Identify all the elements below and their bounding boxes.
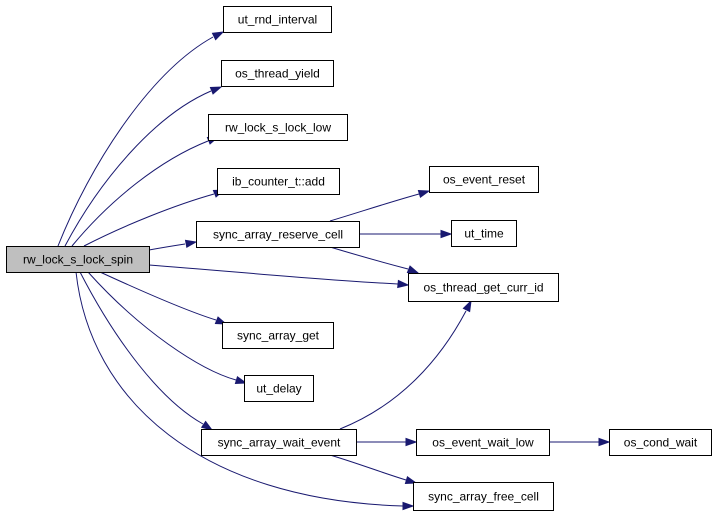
edge-sync_array_wait_event-to-os_thread_get_curr_id bbox=[339, 299, 472, 430]
node-box bbox=[222, 322, 334, 349]
node-box bbox=[413, 482, 554, 511]
node-label: ut_rnd_interval bbox=[238, 13, 317, 27]
node-label: os_cond_wait bbox=[624, 436, 698, 450]
node-box bbox=[6, 246, 150, 273]
node-os-event-wait-low[interactable]: os_event_wait_low bbox=[416, 429, 550, 456]
node-os-thread-get-curr-id[interactable]: os_thread_get_curr_id bbox=[408, 273, 559, 302]
node-sync-array-free-cell[interactable]: sync_array_free_cell bbox=[413, 482, 554, 511]
node-label: os_event_reset bbox=[443, 173, 526, 187]
edge-line bbox=[75, 271, 404, 507]
edge-rw_lock_s_lock_spin-to-os_thread_yield bbox=[64, 86, 223, 247]
edge-line bbox=[57, 36, 214, 247]
edge-rw_lock_s_lock_spin-to-sync_array_reserve_cell bbox=[148, 239, 198, 251]
node-box bbox=[609, 429, 712, 456]
node-label: rw_lock_s_lock_spin bbox=[23, 253, 133, 267]
edge-line bbox=[71, 140, 209, 247]
node-label: ut_delay bbox=[256, 382, 301, 396]
edge-rw_lock_s_lock_spin-to-sync_array_get bbox=[99, 271, 228, 325]
edge-line bbox=[148, 243, 186, 251]
node-box bbox=[201, 429, 357, 456]
edge-sync_array_wait_event-to-os_event_wait_low bbox=[356, 437, 418, 447]
edge-line bbox=[99, 271, 217, 321]
node-sync-array-reserve-cell[interactable]: sync_array_reserve_cell bbox=[196, 221, 360, 248]
node-box bbox=[223, 6, 332, 33]
edge-line bbox=[329, 246, 409, 270]
node-label: os_thread_yield bbox=[235, 67, 320, 81]
edge-line bbox=[148, 264, 399, 285]
node-label: sync_array_get bbox=[237, 329, 320, 343]
edge-sync_array_reserve_cell-to-os_thread_get_curr_id bbox=[329, 246, 420, 274]
arrow-head-icon bbox=[598, 437, 611, 447]
nodes-layer: rw_lock_s_lock_spin ut_rnd_interval os_thr… bbox=[6, 6, 712, 511]
node-box bbox=[217, 168, 340, 195]
node-label: sync_array_wait_event bbox=[218, 436, 341, 450]
edge-line bbox=[87, 271, 237, 381]
node-box bbox=[208, 114, 348, 141]
arrow-head-icon bbox=[397, 279, 410, 289]
arrow-head-icon bbox=[234, 375, 248, 385]
edge-line bbox=[329, 454, 407, 481]
node-ut-rnd-interval[interactable]: ut_rnd_interval bbox=[223, 6, 332, 33]
edge-line bbox=[83, 193, 215, 247]
arrow-head-icon bbox=[404, 475, 418, 485]
node-box bbox=[244, 375, 314, 402]
node-rw-lock-s-lock-spin[interactable]: rw_lock_s_lock_spin bbox=[6, 246, 150, 273]
node-box bbox=[416, 429, 550, 456]
node-label: os_event_wait_low bbox=[432, 436, 534, 450]
node-ib-counter-t-add[interactable]: ib_counter_t::add bbox=[217, 168, 340, 195]
arrow-head-icon bbox=[406, 265, 420, 274]
edge-rw_lock_s_lock_spin-to-ut_delay bbox=[87, 271, 248, 385]
arrow-head-icon bbox=[200, 420, 214, 431]
edge-sync_array_reserve_cell-to-ut_time bbox=[359, 229, 453, 239]
edge-sync_array_wait_event-to-sync_array_free_cell bbox=[329, 454, 418, 485]
arrow-head-icon bbox=[209, 86, 223, 95]
arrow-head-icon bbox=[417, 189, 431, 199]
edge-os_event_wait_low-to-os_cond_wait bbox=[549, 437, 611, 447]
node-box bbox=[221, 60, 334, 87]
node-box bbox=[408, 273, 559, 302]
arrow-head-icon bbox=[440, 229, 453, 239]
edge-rw_lock_s_lock_spin-to-sync_array_wait_event bbox=[79, 271, 214, 431]
node-ut-time[interactable]: ut_time bbox=[451, 220, 517, 247]
node-os-thread-yield[interactable]: os_thread_yield bbox=[221, 60, 334, 87]
node-sync-array-wait-event[interactable]: sync_array_wait_event bbox=[201, 429, 357, 456]
edge-line bbox=[339, 310, 467, 430]
node-label: rw_lock_s_lock_low bbox=[225, 121, 331, 135]
node-label: sync_array_free_cell bbox=[428, 490, 539, 504]
edge-rw_lock_s_lock_spin-to-sync_array_free_cell bbox=[75, 271, 415, 511]
arrow-head-icon bbox=[402, 501, 415, 511]
edge-line bbox=[79, 271, 204, 425]
node-box bbox=[196, 221, 360, 248]
node-rw-lock-s-lock-low[interactable]: rw_lock_s_lock_low bbox=[208, 114, 348, 141]
node-label: os_thread_get_curr_id bbox=[423, 281, 543, 295]
node-os-event-reset[interactable]: os_event_reset bbox=[429, 166, 539, 193]
node-label: sync_array_reserve_cell bbox=[213, 228, 343, 242]
node-ut-delay[interactable]: ut_delay bbox=[244, 375, 314, 402]
node-box bbox=[451, 220, 517, 247]
arrow-head-icon bbox=[211, 31, 225, 41]
node-sync-array-get[interactable]: sync_array_get bbox=[222, 322, 334, 349]
arrow-head-icon bbox=[405, 437, 418, 447]
edge-sync_array_reserve_cell-to-os_event_reset bbox=[329, 189, 431, 222]
arrow-head-icon bbox=[184, 239, 198, 249]
node-os-cond-wait[interactable]: os_cond_wait bbox=[609, 429, 712, 456]
edge-rw_lock_s_lock_spin-to-ut_rnd_interval bbox=[57, 31, 225, 247]
edge-rw_lock_s_lock_spin-to-os_thread_get_curr_id bbox=[148, 264, 410, 289]
edge-line bbox=[329, 193, 420, 222]
arrow-head-icon bbox=[462, 299, 472, 313]
node-label: ut_time bbox=[464, 227, 504, 241]
node-label: ib_counter_t::add bbox=[232, 175, 325, 189]
node-box bbox=[429, 166, 539, 193]
edge-line bbox=[64, 90, 212, 247]
